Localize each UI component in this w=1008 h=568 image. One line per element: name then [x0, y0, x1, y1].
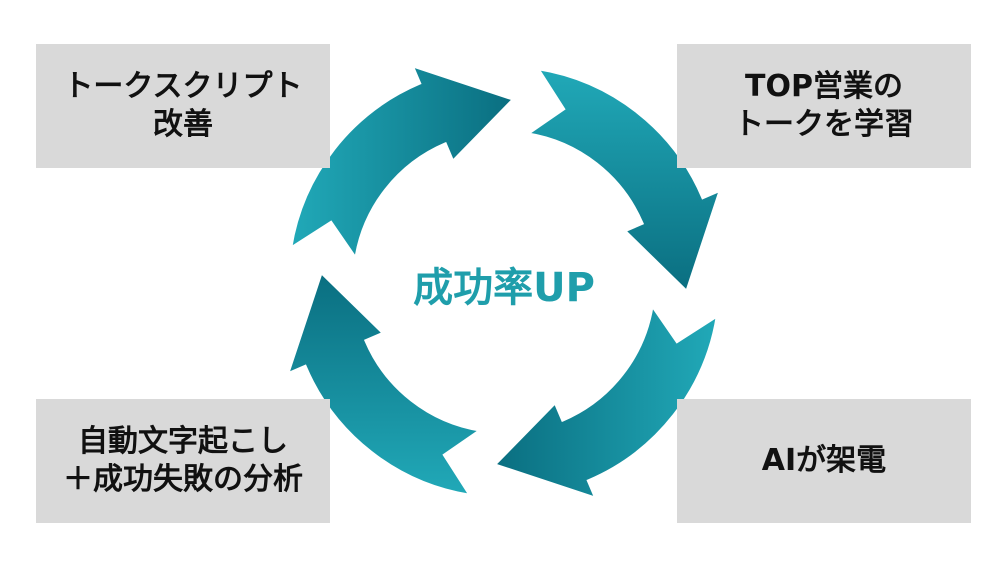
box-talk-script-improvement: トークスクリプト 改善 — [36, 44, 330, 168]
box-ai-calling: AIが架電 — [677, 399, 971, 523]
cycle-arrow-top-left-to-top — [288, 63, 517, 263]
cycle-arrow-right-to-bottom — [491, 301, 720, 501]
box-tr-line-2: トークを学習 — [734, 107, 914, 142]
box-learn-top-sales-talk: TOP営業の トークを学習 — [677, 44, 971, 168]
box-tl-line-1: トークスクリプト — [63, 69, 303, 104]
box-bl-line-1: 自動文字起こし — [78, 424, 288, 459]
box-bl-line-2: ＋成功失敗の分析 — [63, 462, 303, 497]
box-tl-line-2: 改善 — [152, 107, 213, 142]
center-label-success-rate-up: 成功率UP — [413, 265, 595, 311]
box-tr-line-1: TOP営業の — [745, 69, 903, 104]
box-br-line-1: AIが架電 — [761, 443, 887, 478]
cycle-arrow-bottom-to-left — [285, 269, 485, 498]
cycle-arrow-top-to-right — [523, 66, 723, 295]
box-transcription-analysis: 自動文字起こし ＋成功失敗の分析 — [36, 399, 330, 523]
